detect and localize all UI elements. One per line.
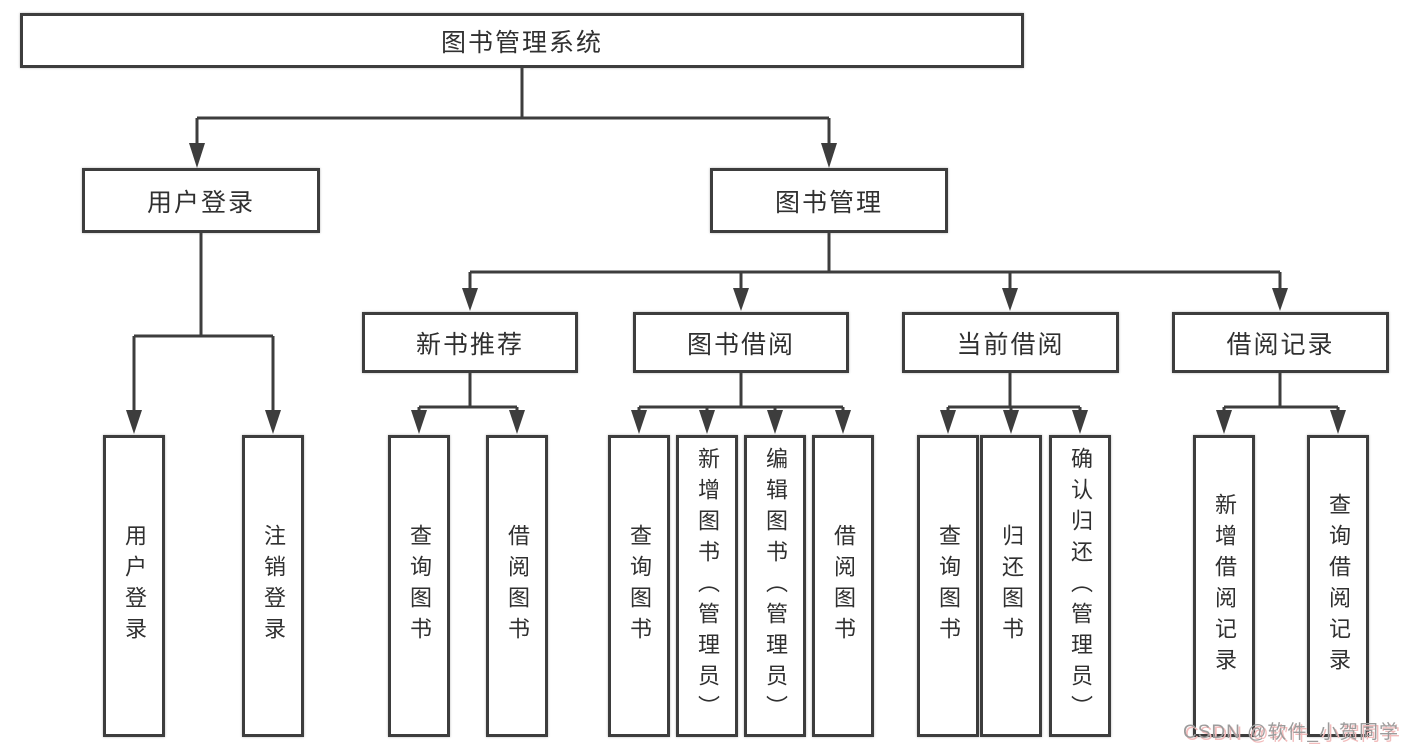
node-user-login: 用户登录: [82, 168, 320, 233]
leaf-logout-login: 注销登录: [242, 435, 304, 737]
node-borrow-record: 借阅记录: [1172, 312, 1389, 373]
arrowheads: [126, 143, 1346, 434]
leaf-borrow-book-recommend: 借阅图书: [486, 435, 548, 737]
leaf-query-book-recommend: 查询图书: [388, 435, 450, 737]
leaf-return-book: 归还图书: [980, 435, 1042, 737]
leaf-add-borrow-record: 新增借阅记录: [1193, 435, 1255, 737]
node-current-borrow: 当前借阅: [902, 312, 1119, 373]
node-book-borrow: 图书借阅: [633, 312, 849, 373]
leaf-user-login: 用户登录: [103, 435, 165, 737]
leaf-query-borrow-record: 查询借阅记录: [1307, 435, 1369, 737]
node-library-management-system: 图书管理系统: [20, 13, 1024, 68]
leaf-add-book-admin: 新增图书（管理员）: [676, 435, 738, 737]
leaf-edit-book-admin: 编辑图书（管理员）: [744, 435, 806, 737]
node-book-management: 图书管理: [710, 168, 948, 233]
node-new-book-recommend: 新书推荐: [362, 312, 578, 373]
leaf-query-book-current: 查询图书: [917, 435, 979, 737]
leaf-borrow-book: 借阅图书: [812, 435, 874, 737]
leaf-query-book-borrow: 查询图书: [608, 435, 670, 737]
csdn-watermark: CSDN @软件_小贺同学: [1183, 722, 1399, 743]
leaf-confirm-return-admin: 确认归还（管理员）: [1049, 435, 1111, 737]
